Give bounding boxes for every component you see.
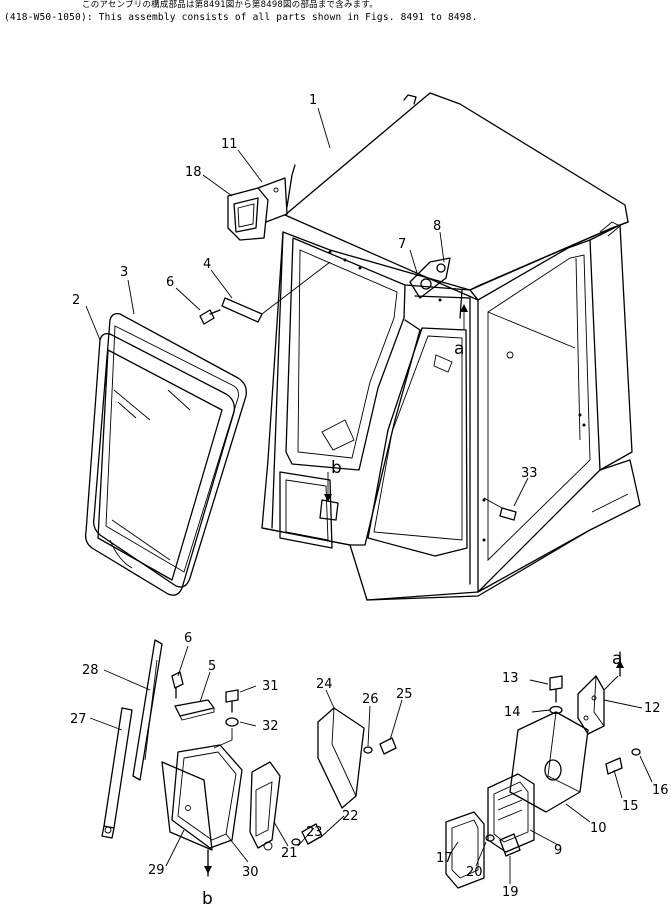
callout-13: 13 xyxy=(502,671,519,686)
reference-letters: a b a b xyxy=(202,339,622,909)
callout-25: 25 xyxy=(396,687,413,702)
callout-21: 21 xyxy=(281,846,298,861)
callout-20: 20 xyxy=(466,865,483,880)
callout-28: 28 xyxy=(82,663,99,678)
callout-33: 33 xyxy=(521,466,538,481)
callout-7: 7 xyxy=(398,237,406,252)
callout-10: 10 xyxy=(590,821,607,836)
callout-29: 29 xyxy=(148,863,165,878)
callout-27: 27 xyxy=(70,712,87,727)
ref-letter-a-lamp: a xyxy=(612,649,622,669)
header-english-note: (418-W50-1050): This assembly consists o… xyxy=(4,12,478,23)
callout-32: 32 xyxy=(262,719,279,734)
callout-19: 19 xyxy=(502,885,519,900)
callout-16: 16 xyxy=(652,783,669,798)
callout-1: 1 xyxy=(309,93,317,108)
work-lamp-upper xyxy=(227,177,288,241)
header-japanese-note: このアセンブリの構成部品は第8491図から第8498図の部品まで含みます。 xyxy=(82,0,378,10)
callout-9: 9 xyxy=(554,843,562,858)
callout-22: 22 xyxy=(342,809,359,824)
callout-26: 26 xyxy=(362,692,379,707)
window-glass-assembly xyxy=(84,312,247,596)
wiper-assembly xyxy=(101,639,397,877)
callout-labels: 1 11 18 7 8 3 4 6 2 33 6 5 31 32 28 27 2… xyxy=(70,93,669,900)
cab-body xyxy=(261,92,641,601)
callout-30: 30 xyxy=(242,865,259,880)
bolt-33 xyxy=(483,497,517,521)
ref-letter-b-cab: b xyxy=(331,458,342,478)
callout-23: 23 xyxy=(306,825,323,840)
callout-2: 2 xyxy=(72,293,80,308)
reference-arrows xyxy=(204,304,624,874)
callout-6-upper: 6 xyxy=(166,275,174,290)
callout-5: 5 xyxy=(208,659,216,674)
callout-24: 24 xyxy=(316,677,333,692)
leader-lines xyxy=(85,107,653,884)
callout-4: 4 xyxy=(203,257,211,272)
ref-letter-a-cab: a xyxy=(454,339,464,359)
callout-18: 18 xyxy=(185,165,202,180)
callout-8: 8 xyxy=(433,219,441,234)
callout-31: 31 xyxy=(262,679,279,694)
callout-11: 11 xyxy=(221,137,238,152)
callout-3: 3 xyxy=(120,265,128,280)
ref-letter-b-wiper: b xyxy=(202,889,213,909)
strip-and-screw-upper xyxy=(199,261,331,325)
callout-14: 14 xyxy=(504,705,521,720)
mirror-bracket xyxy=(409,257,463,319)
callout-6-lower: 6 xyxy=(184,631,192,646)
callout-12: 12 xyxy=(644,701,661,716)
lamp-assembly xyxy=(445,651,641,889)
callout-17: 17 xyxy=(436,851,453,866)
callout-15: 15 xyxy=(622,799,639,814)
